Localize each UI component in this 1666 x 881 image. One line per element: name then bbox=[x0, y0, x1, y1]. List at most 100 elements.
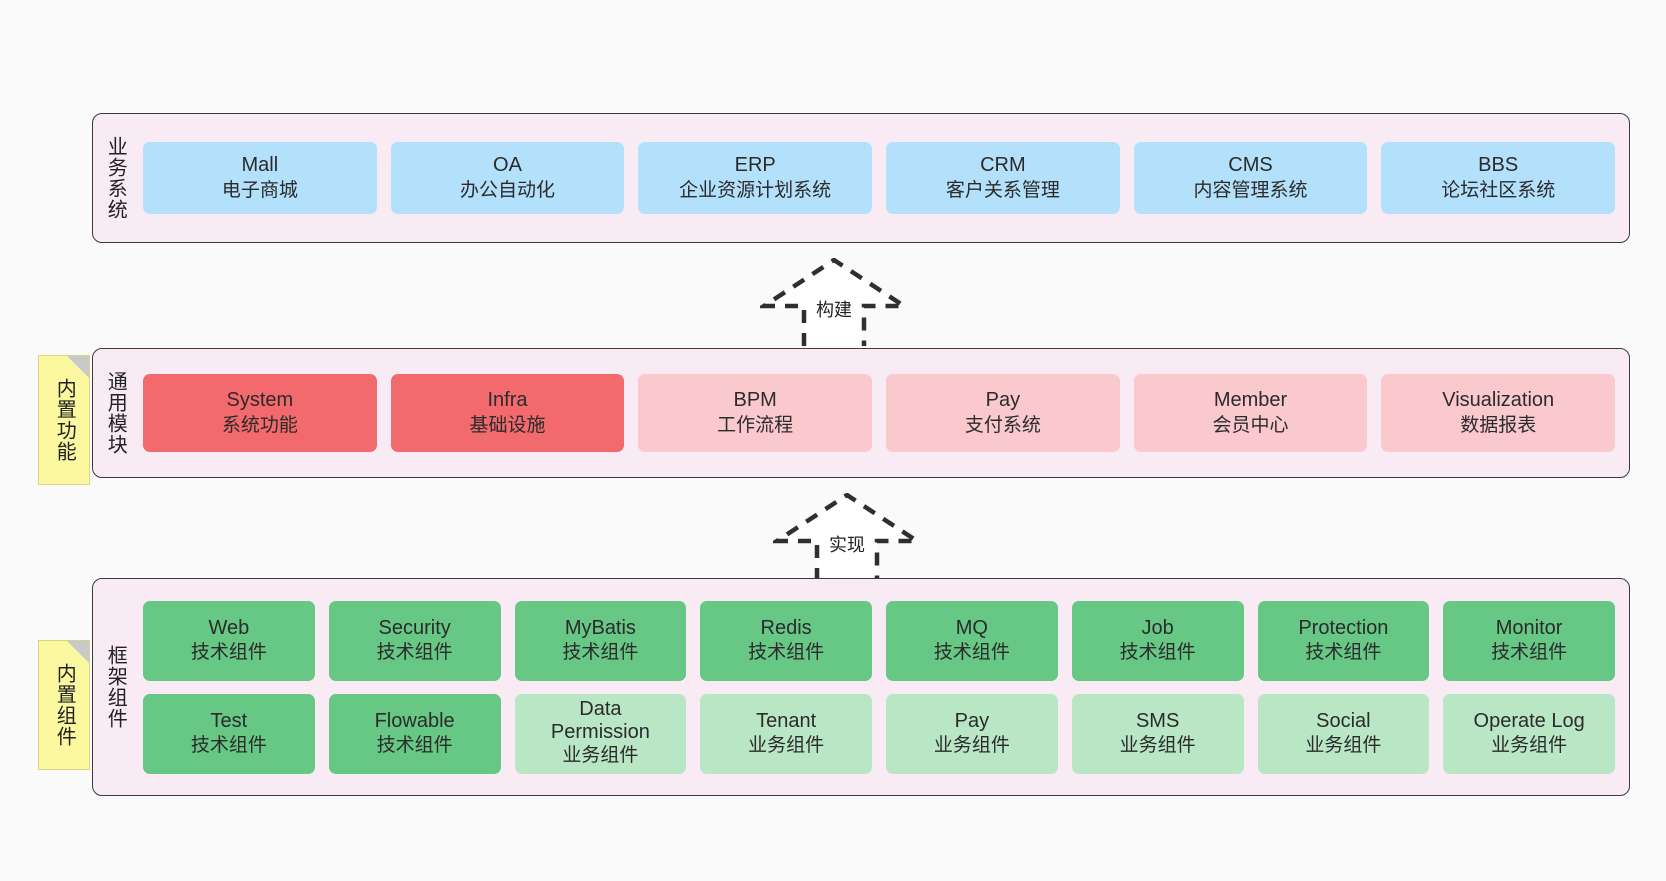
card-infra-subtitle: 基础设施 bbox=[469, 414, 546, 436]
card-job[interactable]: Job 技术组件 bbox=[1071, 600, 1244, 681]
card-member-title: Member bbox=[1213, 389, 1288, 412]
card-security-subtitle: 技术组件 bbox=[376, 642, 453, 664]
card-system-title: System bbox=[226, 389, 294, 412]
card-monitor-subtitle: 技术组件 bbox=[1491, 642, 1568, 664]
card-social-subtitle: 业务组件 bbox=[1305, 735, 1382, 757]
card-redis-title: Redis bbox=[760, 616, 812, 639]
card-mall[interactable]: Mall 电子商城 bbox=[143, 142, 377, 214]
card-data-permission[interactable]: Data Permission 业务组件 bbox=[514, 693, 687, 774]
layer-framework-components-title: 框架组件 bbox=[104, 645, 127, 729]
layer-business-systems-title: 业务系统 bbox=[104, 136, 127, 220]
framework-business-row: Test 技术组件 Flowable 技术组件 Data Permission … bbox=[143, 693, 1615, 774]
card-pay-component-title: Pay bbox=[954, 709, 990, 732]
card-infra-title: Infra bbox=[487, 389, 528, 412]
card-web-subtitle: 技术组件 bbox=[190, 642, 267, 664]
layer-framework-components: 框架组件 Web 技术组件 Security 技术组件 MyBatis 技术组件… bbox=[92, 578, 1630, 796]
card-mall-title: Mall bbox=[241, 154, 279, 177]
card-monitor[interactable]: Monitor 技术组件 bbox=[1443, 600, 1615, 681]
card-flowable-title: Flowable bbox=[374, 709, 455, 732]
card-crm[interactable]: CRM 客户关系管理 bbox=[886, 142, 1120, 214]
card-mybatis-subtitle: 技术组件 bbox=[562, 642, 639, 664]
card-mall-subtitle: 电子商城 bbox=[221, 179, 298, 201]
card-oa-subtitle: 办公自动化 bbox=[460, 179, 556, 201]
connector-implement: 实现 bbox=[773, 493, 921, 581]
card-member[interactable]: Member 会员中心 bbox=[1133, 374, 1368, 452]
card-cms-subtitle: 内容管理系统 bbox=[1193, 179, 1308, 201]
card-pay-component[interactable]: Pay 业务组件 bbox=[886, 693, 1058, 774]
card-security-title: Security bbox=[378, 616, 451, 639]
card-social[interactable]: Social 业务组件 bbox=[1257, 693, 1430, 774]
card-protection[interactable]: Protection 技术组件 bbox=[1257, 600, 1430, 681]
card-visualization-subtitle: 数据报表 bbox=[1460, 414, 1537, 436]
note-builtin-component-text: 内置组件 bbox=[53, 663, 76, 747]
note-builtin-component: 内置组件 bbox=[38, 640, 90, 770]
layer-common-modules: 通用模块 System 系统功能 Infra 基础设施 BPM 工作流程 Pay… bbox=[92, 348, 1630, 478]
card-test-subtitle: 技术组件 bbox=[190, 735, 267, 757]
layer-common-modules-body: System 系统功能 Infra 基础设施 BPM 工作流程 Pay 支付系统… bbox=[137, 349, 1629, 477]
card-security[interactable]: Security 技术组件 bbox=[328, 600, 501, 681]
card-protection-title: Protection bbox=[1298, 616, 1389, 639]
card-cms-title: CMS bbox=[1228, 154, 1273, 177]
layer-framework-components-body: Web 技术组件 Security 技术组件 MyBatis 技术组件 Redi… bbox=[137, 579, 1629, 795]
card-visualization[interactable]: Visualization 数据报表 bbox=[1381, 374, 1616, 452]
card-bpm[interactable]: BPM 工作流程 bbox=[638, 374, 873, 452]
card-redis[interactable]: Redis 技术组件 bbox=[700, 600, 872, 681]
card-oa[interactable]: OA 办公自动化 bbox=[390, 142, 625, 214]
card-bbs-subtitle: 论坛社区系统 bbox=[1441, 179, 1556, 201]
layer-business-systems: 业务系统 Mall 电子商城 OA 办公自动化 ERP 企业资源计划系统 CRM… bbox=[92, 113, 1630, 243]
card-mybatis-title: MyBatis bbox=[564, 616, 636, 639]
card-mq[interactable]: MQ 技术组件 bbox=[886, 600, 1058, 681]
card-pay-module-subtitle: 支付系统 bbox=[964, 414, 1041, 436]
card-job-subtitle: 技术组件 bbox=[1119, 642, 1196, 664]
card-operate-log-title: Operate Log bbox=[1473, 709, 1585, 732]
card-sms-subtitle: 业务组件 bbox=[1119, 735, 1196, 757]
card-tenant[interactable]: Tenant 业务组件 bbox=[700, 693, 872, 774]
card-crm-title: CRM bbox=[980, 154, 1026, 177]
card-tenant-subtitle: 业务组件 bbox=[748, 735, 825, 757]
card-sms[interactable]: SMS 业务组件 bbox=[1071, 693, 1244, 774]
note-builtin-function-text: 内置功能 bbox=[53, 378, 76, 462]
card-web[interactable]: Web 技术组件 bbox=[143, 600, 315, 681]
card-redis-subtitle: 技术组件 bbox=[748, 642, 825, 664]
card-erp[interactable]: ERP 企业资源计划系统 bbox=[638, 142, 873, 214]
card-social-title: Social bbox=[1316, 709, 1371, 732]
card-pay-module[interactable]: Pay 支付系统 bbox=[886, 374, 1120, 452]
card-data-permission-title: Data Permission bbox=[550, 698, 650, 744]
card-infra[interactable]: Infra 基础设施 bbox=[390, 374, 625, 452]
card-system-subtitle: 系统功能 bbox=[221, 414, 298, 436]
card-test[interactable]: Test 技术组件 bbox=[143, 693, 315, 774]
note-builtin-function: 内置功能 bbox=[38, 355, 90, 485]
card-erp-subtitle: 企业资源计划系统 bbox=[679, 179, 832, 201]
card-bpm-subtitle: 工作流程 bbox=[717, 414, 794, 436]
card-member-subtitle: 会员中心 bbox=[1212, 414, 1289, 436]
layer-common-modules-title: 通用模块 bbox=[104, 371, 127, 455]
card-visualization-title: Visualization bbox=[1442, 389, 1555, 412]
card-pay-component-subtitle: 业务组件 bbox=[933, 735, 1010, 757]
card-operate-log[interactable]: Operate Log 业务组件 bbox=[1443, 693, 1615, 774]
card-sms-title: SMS bbox=[1135, 709, 1180, 732]
card-mq-title: MQ bbox=[955, 616, 988, 639]
card-data-permission-subtitle: 业务组件 bbox=[562, 745, 639, 767]
card-mybatis[interactable]: MyBatis 技术组件 bbox=[514, 600, 687, 681]
card-mq-subtitle: 技术组件 bbox=[933, 642, 1010, 664]
framework-tech-row: Web 技术组件 Security 技术组件 MyBatis 技术组件 Redi… bbox=[143, 600, 1615, 681]
card-cms[interactable]: CMS 内容管理系统 bbox=[1133, 142, 1368, 214]
card-system[interactable]: System 系统功能 bbox=[143, 374, 377, 452]
card-tenant-title: Tenant bbox=[756, 709, 817, 732]
card-web-title: Web bbox=[208, 616, 250, 639]
card-job-title: Job bbox=[1141, 616, 1174, 639]
card-operate-log-subtitle: 业务组件 bbox=[1491, 735, 1568, 757]
card-flowable-subtitle: 技术组件 bbox=[376, 735, 453, 757]
card-flowable[interactable]: Flowable 技术组件 bbox=[328, 693, 501, 774]
card-oa-title: OA bbox=[493, 154, 522, 177]
layer-business-systems-body: Mall 电子商城 OA 办公自动化 ERP 企业资源计划系统 CRM 客户关系… bbox=[137, 114, 1629, 242]
card-bbs-title: BBS bbox=[1478, 154, 1519, 177]
card-pay-module-title: Pay bbox=[985, 389, 1021, 412]
card-bpm-title: BPM bbox=[733, 389, 777, 412]
card-test-title: Test bbox=[210, 709, 248, 732]
card-monitor-title: Monitor bbox=[1495, 616, 1563, 639]
card-bbs[interactable]: BBS 论坛社区系统 bbox=[1381, 142, 1616, 214]
card-protection-subtitle: 技术组件 bbox=[1305, 642, 1382, 664]
connector-build: 构建 bbox=[760, 258, 908, 346]
